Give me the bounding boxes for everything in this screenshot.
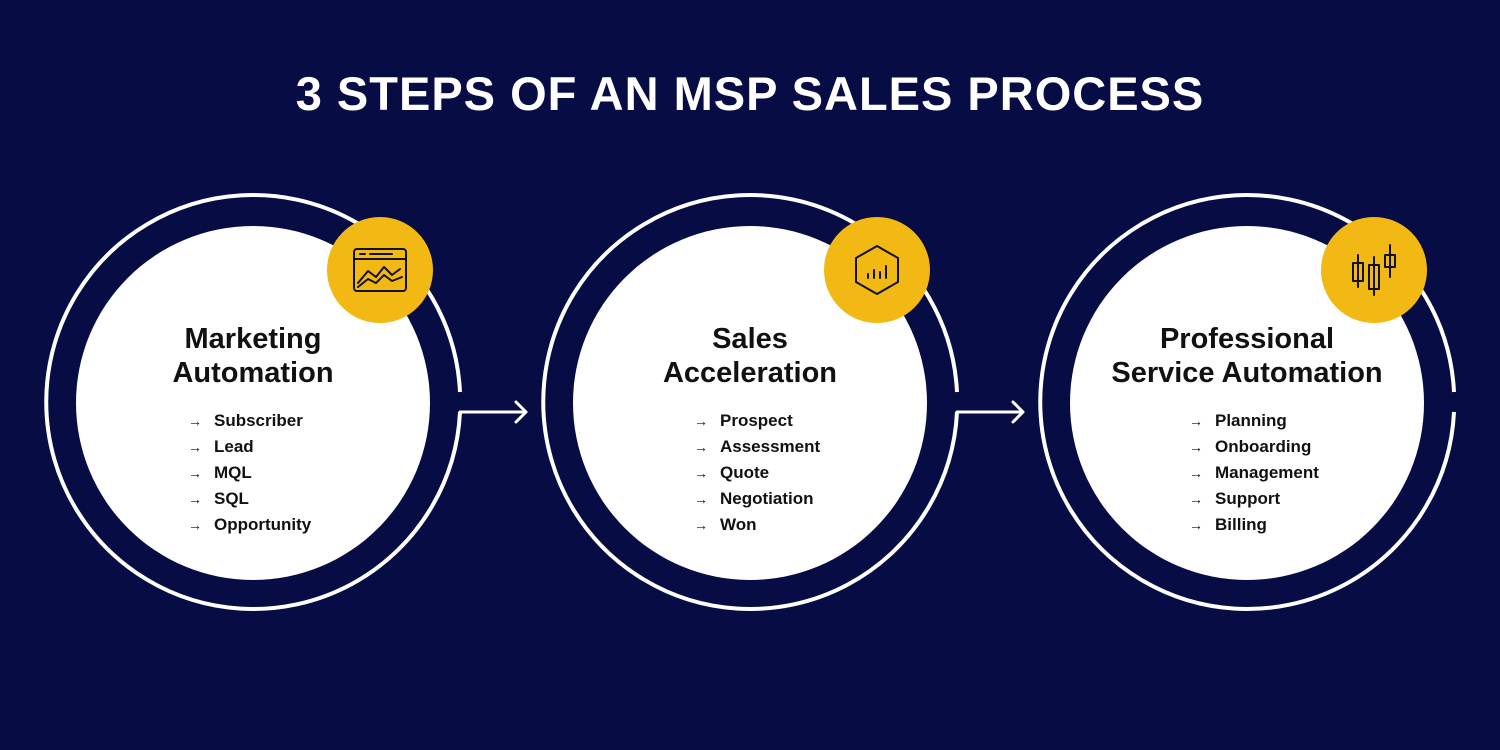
step-title: Sales Acceleration <box>540 322 960 390</box>
list-item: →Subscriber <box>188 411 303 430</box>
step-2-connector-arrow <box>955 400 1025 424</box>
arrow-right-icon: → <box>694 491 708 507</box>
arrow-right-icon: → <box>188 517 202 533</box>
list-item: →Support <box>1189 489 1281 508</box>
candlestick-chart-icon <box>1352 244 1396 296</box>
step-1-connector-arrow <box>458 400 528 424</box>
step-title-line: Professional <box>1159 323 1335 355</box>
arrow-right-icon: → <box>1189 413 1203 429</box>
arrow-right-icon: → <box>694 413 708 429</box>
step-title: Marketing Automation <box>43 322 463 390</box>
list-item: →Billing <box>1189 515 1267 534</box>
icon-badge <box>824 217 930 323</box>
list-item: →Assessment <box>694 437 821 456</box>
list-item: →Onboarding <box>1189 437 1312 456</box>
step-stage-list: →Planning →Onboarding →Management →Suppo… <box>1189 408 1319 538</box>
list-item: →Won <box>694 515 757 534</box>
arrow-right-icon: → <box>694 465 708 481</box>
arrow-right-icon: → <box>1189 491 1203 507</box>
page-title: 3 STEPS OF AN MSP SALES PROCESS <box>295 67 1205 120</box>
list-item: →Quote <box>694 463 770 482</box>
step-title-line: Automation <box>172 357 334 389</box>
list-item: →MQL <box>188 463 252 482</box>
list-item: →Negotiation <box>694 489 814 508</box>
step-stage-list: →Prospect →Assessment →Quote →Negotiatio… <box>694 408 820 538</box>
arrow-right-icon: → <box>1189 517 1203 533</box>
browser-chart-icon <box>353 248 407 292</box>
list-item: →Management <box>1189 463 1319 482</box>
arrow-right-icon: → <box>694 439 708 455</box>
arrow-right-icon: → <box>188 491 202 507</box>
arrow-right-icon: → <box>1189 465 1203 481</box>
step-title-line: Marketing <box>184 323 322 355</box>
arrow-right-icon: → <box>694 517 708 533</box>
arrow-right-icon: → <box>188 439 202 455</box>
list-item: →SQL <box>188 489 249 508</box>
list-item: →Lead <box>188 437 254 456</box>
hexagon-bar-chart-icon <box>855 245 899 295</box>
step-title-line: Sales <box>712 323 788 355</box>
arrow-right-icon: → <box>188 465 202 481</box>
step-title: Professional Service Automation <box>1037 322 1457 390</box>
step-title-line: Service Automation <box>1111 357 1383 389</box>
icon-badge <box>327 217 433 323</box>
step-stage-list: →Subscriber →Lead →MQL →SQL →Opportunity <box>188 408 311 538</box>
arrow-right-icon: → <box>188 413 202 429</box>
list-item: →Opportunity <box>188 515 312 534</box>
step-title-line: Acceleration <box>662 357 838 389</box>
arrow-right-icon: → <box>1189 439 1203 455</box>
list-item: →Planning <box>1189 411 1287 430</box>
list-item: →Prospect <box>694 411 793 430</box>
icon-badge <box>1321 217 1427 323</box>
